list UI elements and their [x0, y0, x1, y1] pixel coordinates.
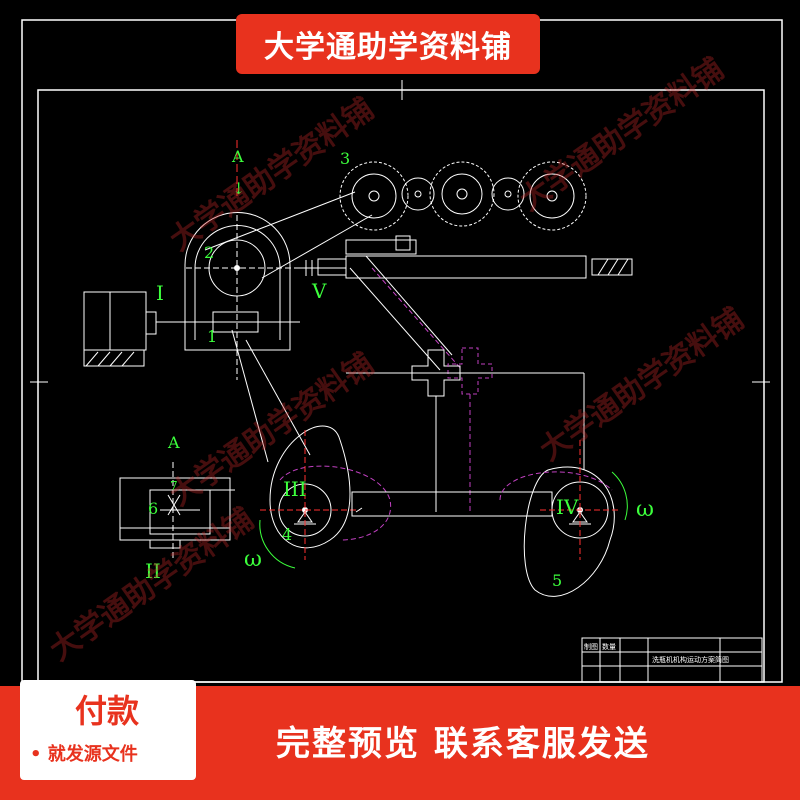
label-5: 5 — [552, 571, 562, 590]
reducer-1-2 — [160, 212, 300, 380]
label-a-arrow: ↓ — [232, 179, 245, 198]
section-a-a — [119, 462, 235, 560]
label-a-bottom: A — [167, 433, 180, 452]
guide-rail — [296, 235, 633, 279]
label-omega-right: ω — [636, 497, 654, 522]
label-1: 1 — [207, 327, 217, 346]
brush-rollers — [339, 161, 587, 231]
label-roman-5: V — [311, 279, 327, 303]
title-cell-a: 制图 — [584, 642, 598, 651]
title-block — [581, 637, 763, 683]
label-a-top: A — [231, 147, 244, 166]
title-cell-b: 数量 — [602, 642, 616, 651]
label-2: 2 — [204, 243, 214, 262]
pay-subtitle: • 就发源文件 — [30, 744, 138, 765]
label-3: 3 — [340, 149, 350, 168]
cam-iv — [499, 440, 628, 597]
label-7: 7 — [170, 479, 178, 493]
title-drawing-name: 洗瓶机机构运动方案简图 — [652, 655, 729, 664]
cam-iii — [259, 425, 392, 569]
cross-slider — [346, 347, 585, 512]
pay-button[interactable] — [20, 680, 196, 780]
footer-message: 完整预览 联系客服发送 — [276, 724, 650, 764]
shop-banner: 大学通助学资料铺 — [236, 14, 540, 74]
label-4: 4 — [282, 525, 292, 544]
label-roman-4: IV — [556, 495, 579, 519]
label-roman-3: III — [283, 477, 307, 501]
pay-title[interactable]: 付款 — [74, 692, 139, 730]
label-roman-1: I — [156, 281, 164, 305]
label-omega-left: ω — [244, 547, 262, 572]
label-6: 6 — [148, 499, 158, 518]
label-roman-2: II — [145, 559, 161, 583]
